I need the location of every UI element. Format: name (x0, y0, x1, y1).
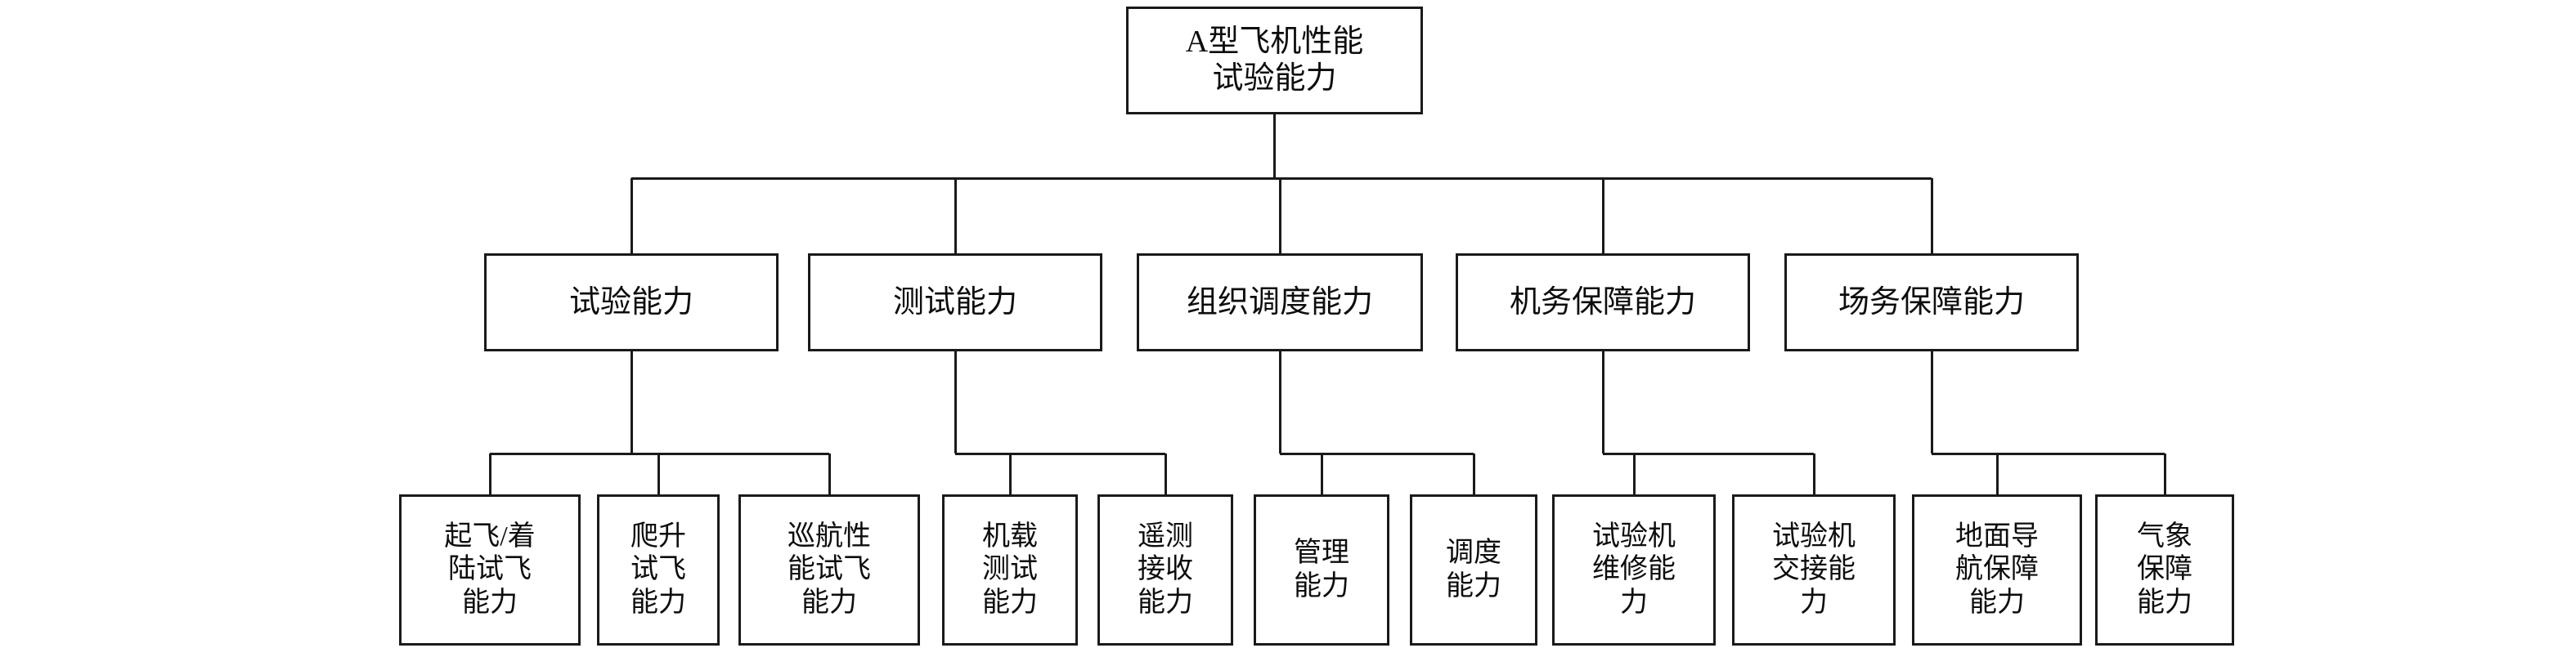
connector-child-bus-3 (1603, 453, 1814, 455)
leaf-node-0: 起飞/着 陆试飞 能力 (399, 494, 581, 646)
level2-node-0: 试验能力 (484, 253, 779, 351)
connector-leaf-drop-3-1 (1813, 454, 1815, 494)
connector-leaf-drop-0-1 (657, 454, 660, 494)
connector-parent-stem-3 (1602, 351, 1604, 454)
level2-node-4: 场务保障能力 (1784, 253, 2079, 351)
connector-leaf-drop-0-0 (489, 454, 491, 494)
leaf-node-6: 调度 能力 (1410, 494, 1537, 646)
level2-node-1: 测试能力 (808, 253, 1102, 351)
connector-parent-stem-1 (954, 351, 957, 454)
connector-leaf-drop-0-2 (828, 454, 831, 494)
connector-level2-drop-3 (1602, 178, 1604, 253)
connector-parent-stem-0 (631, 351, 633, 454)
leaf-node-1: 爬升 试飞 能力 (597, 494, 720, 646)
connector-leaf-drop-2-0 (1321, 454, 1323, 494)
connector-child-bus-1 (955, 453, 1165, 455)
connector-parent-stem-2 (1279, 351, 1281, 454)
connector-leaf-drop-4-1 (2164, 454, 2166, 494)
connector-level2-drop-2 (1279, 178, 1281, 253)
leaf-node-2: 巡航性 能试飞 能力 (738, 494, 920, 646)
leaf-node-7: 试验机 维修能 力 (1552, 494, 1716, 646)
connector-level2-drop-1 (954, 178, 957, 253)
leaf-node-5: 管理 能力 (1254, 494, 1389, 646)
connector-leaf-drop-1-1 (1165, 454, 1167, 494)
connector-root-stem (1273, 114, 1276, 178)
root-node: A型飞机性能 试验能力 (1126, 7, 1423, 114)
level2-node-2: 组织调度能力 (1137, 253, 1423, 351)
connector-leaf-drop-4-0 (1996, 454, 1999, 494)
connector-parent-stem-4 (1931, 351, 1933, 454)
connector-leaf-drop-3-0 (1633, 454, 1636, 494)
leaf-node-3: 机载 测试 能力 (942, 494, 1078, 646)
connector-level2-drop-0 (631, 178, 633, 253)
connector-level2-bus (631, 177, 1932, 180)
connector-child-bus-4 (1932, 453, 2165, 455)
connector-level2-drop-4 (1931, 178, 1933, 253)
connector-leaf-drop-1-0 (1009, 454, 1012, 494)
level2-node-3: 机务保障能力 (1456, 253, 1750, 351)
leaf-node-9: 地面导 航保障 能力 (1912, 494, 2082, 646)
connector-child-bus-2 (1280, 453, 1474, 455)
leaf-node-4: 遥测 接收 能力 (1097, 494, 1233, 646)
leaf-node-8: 试验机 交接能 力 (1732, 494, 1896, 646)
connector-leaf-drop-2-1 (1473, 454, 1475, 494)
leaf-node-10: 气象 保障 能力 (2095, 494, 2234, 646)
